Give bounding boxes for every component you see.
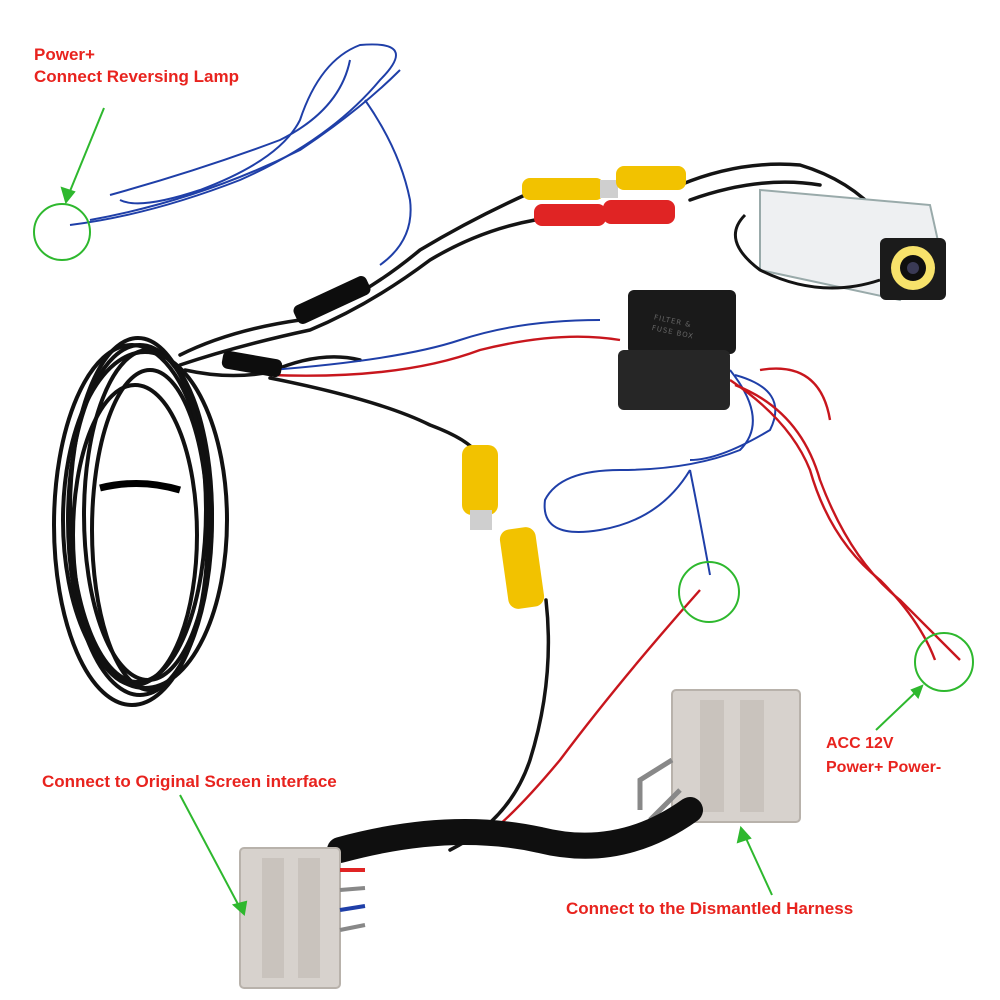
blue-wires-right xyxy=(269,319,777,576)
original-screen-connector xyxy=(239,847,366,989)
arrow-original-screen xyxy=(179,794,241,909)
label-power-line2: Connect Reversing Lamp xyxy=(34,67,239,86)
label-acc-line1: ACC 12V xyxy=(826,735,894,752)
marker-acc-power xyxy=(914,632,974,692)
inline-junction-2 xyxy=(221,350,283,378)
label-dismantled-harness: Connect to the Dismantled Harness xyxy=(566,899,854,918)
filter-fuse-box: FILTER & FUSE BOX xyxy=(618,290,736,410)
black-cables xyxy=(178,162,882,852)
arrow-reversing-lamp xyxy=(67,107,105,197)
marker-reversing-lamp xyxy=(33,203,91,261)
coil-tie xyxy=(99,480,182,494)
blue-wires-top xyxy=(69,43,412,266)
camera-cable xyxy=(734,213,881,290)
marker-red-wire xyxy=(678,561,740,623)
label-acc-power: ACC 12V Power+ Power- xyxy=(826,732,941,780)
label-original-screen: Connect to Original Screen interface xyxy=(42,772,337,791)
dismantled-harness-connector xyxy=(637,689,801,823)
annotation-markers xyxy=(33,203,974,692)
red-wires xyxy=(269,335,961,841)
inline-junction-1 xyxy=(293,276,371,324)
rca-connectors-top xyxy=(522,166,686,226)
annotation-arrows xyxy=(60,107,924,916)
label-power-line1: Power+ xyxy=(34,45,95,64)
arrow-acc-power xyxy=(875,689,919,731)
coiled-cable xyxy=(52,336,229,707)
label-power-reversing-lamp: Power+ Connect Reversing Lamp xyxy=(34,44,239,88)
rca-connector-vertical xyxy=(462,445,545,609)
label-acc-line2: Power+ Power- xyxy=(826,759,942,776)
sleeved-harness xyxy=(327,797,703,863)
arrow-dismantled-harness xyxy=(743,833,773,896)
reversing-camera xyxy=(759,188,946,302)
